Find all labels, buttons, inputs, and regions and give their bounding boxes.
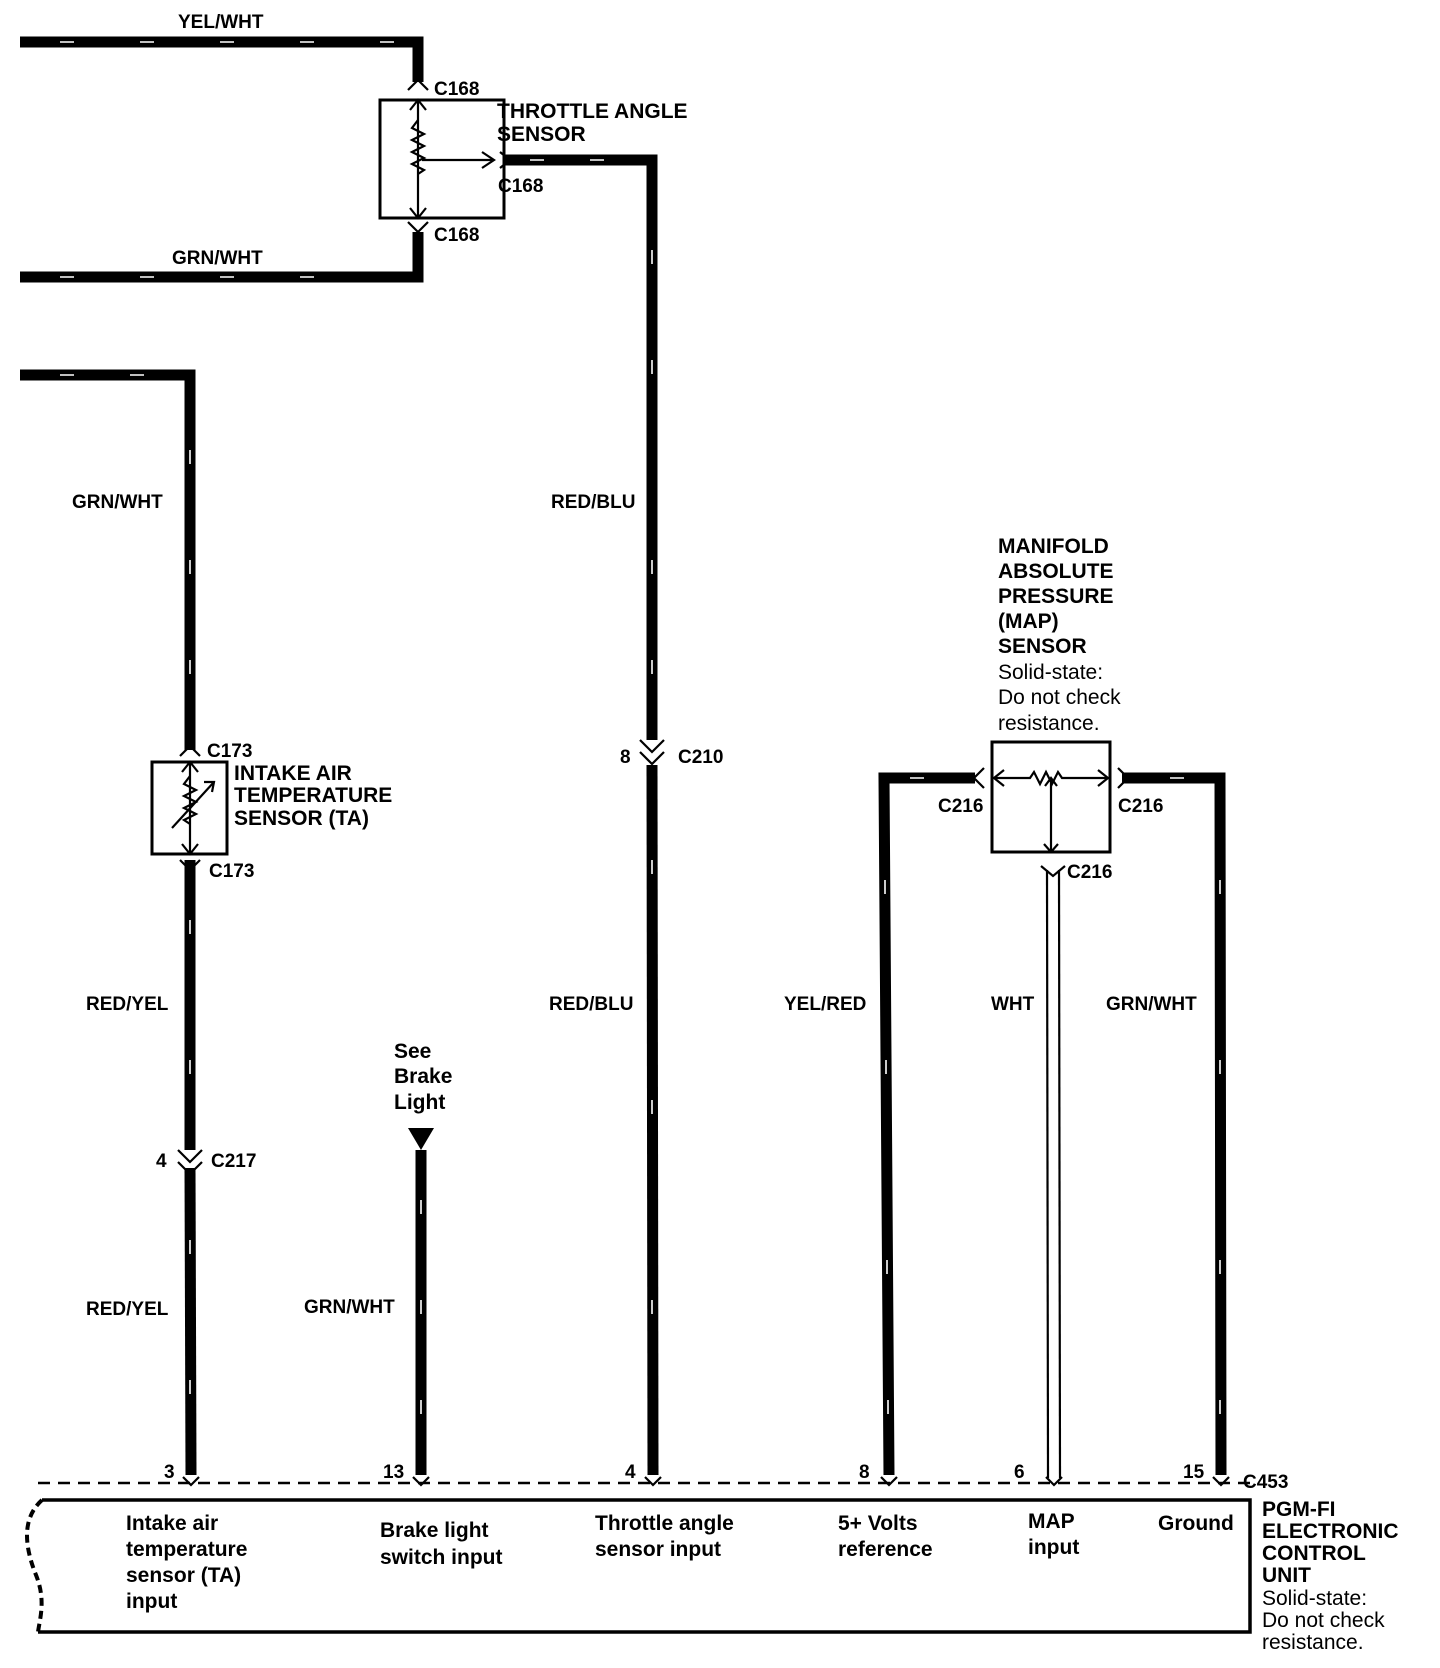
label-brake-line2: Brake (394, 1065, 452, 1088)
wire-grn-wht-ground (1122, 772, 1227, 1476)
ecu-input-tps-2: sensor input (595, 1538, 721, 1561)
wire-yel-red (878, 772, 975, 1476)
ecu-input-ta-2: temperature (126, 1538, 247, 1561)
wire-red-yel (184, 860, 197, 1476)
label-red-blu-lower: RED/BLU (549, 994, 633, 1015)
label-c216-right: C216 (1118, 796, 1163, 817)
ecu-input-ref-1: 5+ Volts (838, 1512, 918, 1535)
label-grn-wht-ground: GRN/WHT (1106, 994, 1197, 1015)
label-iat-line3: SENSOR (TA) (234, 807, 369, 830)
label-map-line5: SENSOR (998, 635, 1087, 658)
ecu-input-map-2: input (1028, 1536, 1079, 1559)
brake-light-arrow-icon (408, 1128, 434, 1150)
wire-red-blu (502, 154, 659, 1476)
label-red-yel-low: RED/YEL (86, 1299, 169, 1320)
label-c216-left: C216 (938, 796, 983, 817)
label-wht: WHT (991, 994, 1035, 1015)
ecu-input-ta-4: input (126, 1590, 177, 1613)
ecu-note-3: resistance. (1262, 1631, 1364, 1654)
label-brake-line3: Light (394, 1091, 445, 1114)
throttle-angle-sensor (378, 98, 506, 220)
ecu-pin-6: 6 (1014, 1462, 1025, 1483)
label-c173-top: C173 (207, 741, 252, 762)
wire-wht (1045, 869, 1062, 1479)
connector-c173-top-mark (179, 744, 201, 757)
label-red-yel-mid: RED/YEL (86, 994, 169, 1015)
label-map-line3: PRESSURE (998, 585, 1114, 608)
label-map-note1: Solid-state: (998, 661, 1103, 684)
ecu-pin-15: 15 (1183, 1462, 1205, 1483)
label-throttle-line1: THROTTLE ANGLE (497, 100, 688, 123)
ecu-pin-13: 13 (383, 1462, 404, 1483)
label-c217: C217 (211, 1151, 256, 1172)
label-grn-wht-brake: GRN/WHT (304, 1297, 395, 1318)
label-c168-bottom: C168 (434, 225, 479, 246)
ecu-input-brake-1: Brake light (380, 1519, 489, 1542)
ecu-pin-4: 4 (625, 1462, 636, 1483)
label-yel-wht-top: YEL/WHT (178, 12, 264, 33)
ecu-input-tps-1: Throttle angle (595, 1512, 734, 1535)
intake-air-temperature-sensor (150, 760, 229, 856)
ecu-note-2: Do not check (1262, 1609, 1385, 1632)
connector-c168-right-mark (499, 151, 512, 169)
wire-yel-wht-top (20, 36, 424, 82)
connector-c216-right-mark (1117, 767, 1130, 789)
connector-c173-bottom-mark (179, 859, 201, 872)
ecu-input-map-1: MAP (1028, 1510, 1075, 1533)
label-red-blu-upper: RED/BLU (551, 492, 635, 513)
ecu-title-3: CONTROL (1262, 1542, 1366, 1565)
ecu-title-1: PGM-FI (1262, 1498, 1336, 1521)
label-c216-bottom: C216 (1067, 862, 1112, 883)
label-c168-right: C168 (498, 176, 543, 197)
connector-c216-left-mark (972, 767, 985, 789)
ecu-pin-8: 8 (859, 1462, 870, 1483)
label-grn-wht-iat: GRN/WHT (72, 492, 163, 513)
connector-c217-mark (177, 1149, 203, 1176)
label-c168-top: C168 (434, 79, 479, 100)
label-map-note3: resistance. (998, 712, 1100, 735)
ecu-input-ta-1: Intake air (126, 1512, 218, 1535)
wire-grn-wht-iat (20, 369, 196, 750)
label-map-line2: ABSOLUTE (998, 560, 1114, 583)
label-map-note2: Do not check (998, 686, 1121, 709)
label-map-line1: MANIFOLD (998, 535, 1109, 558)
ecu-title-2: ELECTRONIC (1262, 1520, 1399, 1543)
connector-c210-mark (639, 739, 665, 766)
wire-grn-wht-top (20, 232, 424, 283)
ecu-input-brake-2: switch input (380, 1546, 503, 1569)
label-c217-pin: 4 (156, 1151, 167, 1172)
label-brake-line1: See (394, 1040, 431, 1063)
connector-c168-bottom-mark (407, 221, 429, 234)
label-c210-pin: 8 (620, 747, 631, 768)
ecu-input-ground: Ground (1158, 1512, 1234, 1535)
label-c210: C210 (678, 747, 723, 768)
label-c173-bottom: C173 (209, 861, 254, 882)
ecu-box (25, 1476, 1252, 1634)
label-iat-line2: TEMPERATURE (234, 784, 392, 807)
label-c453: C453 (1243, 1472, 1288, 1493)
label-grn-wht-top: GRN/WHT (172, 248, 263, 269)
ecu-title-4: UNIT (1262, 1564, 1311, 1587)
label-iat-line1: INTAKE AIR (234, 762, 352, 785)
ecu-input-ref-2: reference (838, 1538, 933, 1561)
ecu-input-ta-3: sensor (TA) (126, 1564, 241, 1587)
ecu-note-1: Solid-state: (1262, 1587, 1367, 1610)
label-yel-red: YEL/RED (784, 994, 866, 1015)
label-throttle-line2: SENSOR (497, 123, 586, 146)
map-sensor (990, 740, 1112, 854)
connector-c216-bottom-mark (1040, 865, 1066, 878)
connector-c168-top-mark (407, 78, 429, 91)
ecu-pin-3: 3 (164, 1462, 175, 1483)
label-map-line4: (MAP) (998, 610, 1059, 633)
